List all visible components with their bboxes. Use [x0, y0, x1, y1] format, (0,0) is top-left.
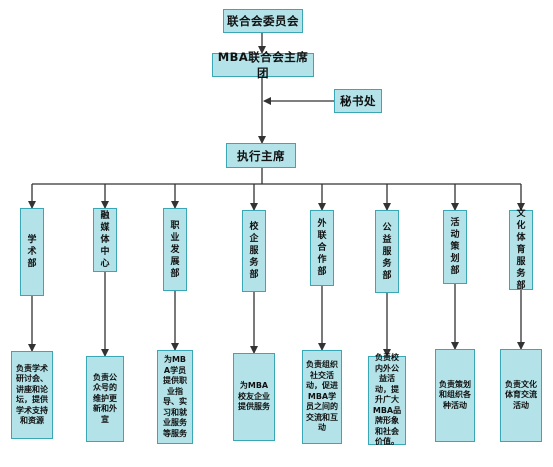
department-box: 职业发展部: [163, 208, 187, 291]
presidium-label: MBA联合会主席团: [217, 50, 309, 80]
duty-text: 负责学术研讨会、讲座和论坛，提供学术支持和资源: [16, 363, 48, 426]
department-box: 校企服务部: [242, 210, 266, 292]
department-name: 外联合作部: [317, 219, 327, 277]
duty-text: 负责策划和组织各种活动: [439, 379, 471, 410]
duty-text: 为MBA校友企业提供服务: [238, 381, 270, 412]
secretariat-box: 秘书处: [334, 89, 382, 113]
duty-box: 负责学术研讨会、讲座和论坛，提供学术支持和资源: [11, 351, 53, 439]
duty-box: 为MBA校友企业提供服务: [233, 353, 275, 441]
committee-label: 联合会委员会: [227, 14, 299, 28]
duty-text: 负责公众号的维护更新和外宣: [93, 372, 117, 424]
duty-text: 负责组织社交活动，促进MBA学员之间的交流和互动: [306, 360, 338, 433]
executive-chair-label: 执行主席: [237, 148, 285, 163]
duty-box: 负责文化体育交流活动: [500, 349, 542, 442]
secretariat-label: 秘书处: [340, 94, 376, 108]
department-name: 文化体育服务部: [516, 209, 526, 291]
department-name: 融媒体中心: [100, 211, 110, 269]
department-name: 学术部: [27, 235, 37, 269]
duty-text: 负责文化体育交流活动: [505, 379, 537, 410]
department-name: 职业发展部: [170, 220, 180, 279]
duty-box: 为MBA学员提供职业指导、实习和就业服务等服务: [157, 350, 193, 444]
department-box: 融媒体中心: [93, 208, 117, 272]
duty-box: 负责公众号的维护更新和外宣: [86, 356, 124, 442]
duty-text: 为MBA学员提供职业指导、实习和就业服务等服务: [163, 355, 187, 438]
executive-chair-box: 执行主席: [226, 143, 296, 168]
committee-box: 联合会委员会: [223, 9, 303, 33]
department-name: 活动策划部: [450, 218, 460, 276]
duty-text: 负责校内外公益活动，提升广大MBA品牌形象和社会价值。: [372, 353, 402, 447]
department-name: 公益服务部: [382, 222, 392, 281]
duty-box: 负责组织社交活动，促进MBA学员之间的交流和互动: [302, 350, 342, 444]
presidium-box: MBA联合会主席团: [212, 50, 314, 80]
department-box: 文化体育服务部: [509, 209, 533, 291]
department-box: 公益服务部: [375, 210, 399, 293]
department-name: 校企服务部: [249, 222, 259, 280]
department-box: 外联合作部: [310, 210, 334, 286]
department-box: 活动策划部: [443, 210, 467, 284]
duty-box: 负责校内外公益活动，提升广大MBA品牌形象和社会价值。: [368, 353, 406, 447]
duty-box: 负责策划和组织各种活动: [435, 349, 475, 442]
department-box: 学术部: [20, 208, 44, 296]
